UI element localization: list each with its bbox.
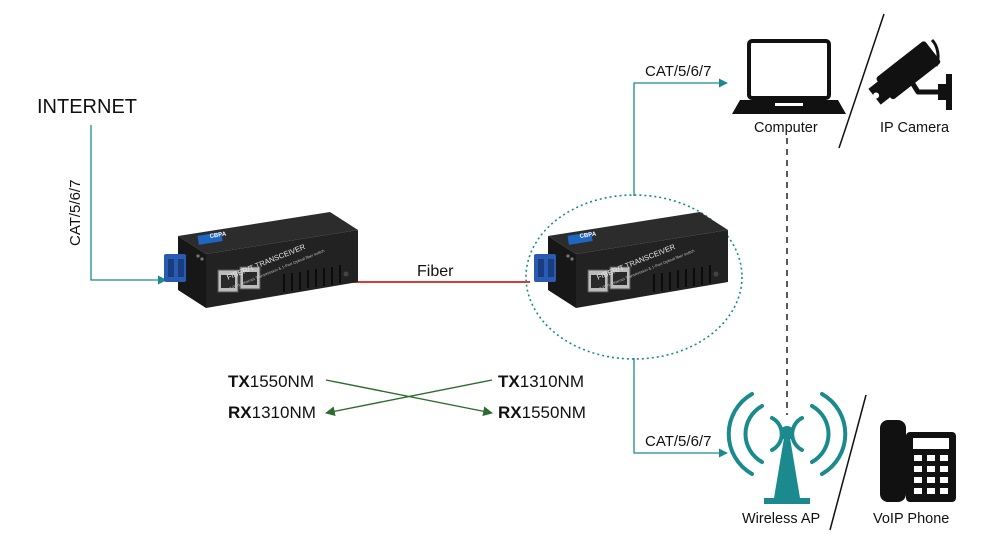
left-transceiver-brand: CBPA — [209, 231, 227, 240]
rx-right-label: RX1550NM — [498, 403, 586, 422]
fiber-label: Fiber — [417, 263, 454, 280]
ip-camera-label: IP Camera — [880, 120, 950, 136]
tx-right-arrow — [325, 379, 493, 417]
internet-link — [90, 125, 167, 285]
computer-label: Computer — [754, 120, 818, 136]
computer-link — [633, 78, 728, 196]
voip-phone-label: VoIP Phone — [873, 511, 949, 527]
voip-phone-icon — [880, 420, 956, 502]
highlight-circle — [525, 194, 743, 360]
cat-ap-label: CAT/5/6/7 — [645, 433, 711, 450]
ip-camera-icon — [868, 38, 952, 110]
right-transceiver: CBPA FIBER/T TRANSCEIVER 2-Port Ethernet… — [533, 211, 729, 309]
laptop-icon — [732, 39, 846, 114]
separator-bottom — [829, 394, 867, 531]
right-transceiver-brand: CBPA — [579, 231, 597, 240]
rx-left-label: RX1310NM — [228, 403, 316, 422]
tx-left-label: TX1550NM — [228, 372, 314, 391]
wireless-ap-icon — [726, 392, 848, 504]
internet-label: INTERNET — [37, 96, 137, 118]
separator-top — [838, 13, 885, 149]
tx-right-label: TX1310NM — [498, 372, 584, 391]
wireless-ap-label: Wireless AP — [742, 511, 820, 527]
ap-link — [633, 358, 728, 458]
cat-computer-label: CAT/5/6/7 — [645, 63, 711, 80]
cat-left-label: CAT/5/6/7 — [67, 180, 84, 246]
left-transceiver: CBPA FIBER/T TRANSCEIVER 2-Port Ethernet… — [163, 211, 359, 309]
